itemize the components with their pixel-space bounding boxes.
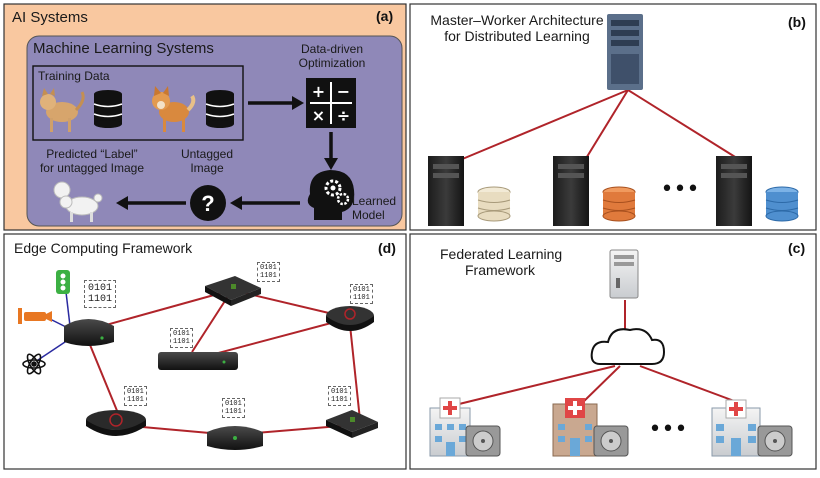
edge-device-icon — [205, 276, 261, 306]
traffic-light-icon — [56, 270, 70, 294]
database-icon — [205, 90, 235, 128]
panel-a-tag: (a) — [376, 8, 394, 24]
camera-icon — [18, 308, 52, 324]
training-data-box — [32, 65, 244, 141]
dog-image — [152, 86, 196, 132]
database-icon — [765, 186, 799, 222]
poodle-image — [53, 181, 103, 222]
worker-server-icon — [716, 156, 752, 226]
cat-image — [40, 88, 85, 132]
panel-a-title: AI Systems — [12, 9, 88, 26]
hard-drive-icon — [465, 425, 501, 457]
question-icon — [190, 185, 226, 221]
predicted-label: Predicted “Label”for untagged Image — [39, 147, 145, 175]
edge-device-icon — [326, 306, 374, 331]
server-icon — [609, 249, 639, 299]
panel-a: + − × ÷ ? — [3, 3, 407, 231]
edge-device-icon — [207, 426, 263, 450]
hospital-icon — [429, 397, 471, 457]
times-symbol: × — [312, 106, 325, 125]
edge-device-icon — [64, 319, 114, 346]
hard-drive-icon — [593, 425, 629, 457]
question-mark: ? — [201, 191, 214, 216]
panel-c-tag: (c) — [788, 240, 806, 256]
ml-systems-title: Machine Learning Systems — [33, 40, 214, 57]
plus-symbol: + — [312, 82, 325, 101]
cloud-icon — [590, 328, 666, 365]
minus-symbol: − — [337, 82, 350, 101]
database-icon — [602, 186, 636, 222]
panel-b-tag: (b) — [788, 14, 806, 30]
hospital-icon — [552, 398, 598, 457]
panel-d-tag: (d) — [378, 240, 396, 256]
database-icon — [477, 186, 511, 222]
divide-symbol: ÷ — [337, 106, 350, 125]
edge-device-icon — [86, 410, 146, 436]
edge-device-icon — [158, 352, 238, 370]
training-data-label: Training Data — [38, 69, 110, 83]
worker-server-icon — [553, 156, 589, 226]
atom-icon — [22, 353, 46, 375]
calculator-icon: + − × ÷ — [306, 78, 356, 128]
worker-server-icon — [428, 156, 464, 226]
learned-model-head-icon — [307, 170, 355, 220]
ellipsis: ••• — [649, 417, 688, 442]
hospital-icon — [711, 399, 761, 457]
panel-b: ••• — [409, 3, 817, 231]
master-server-icon — [607, 14, 643, 90]
panel-d — [3, 233, 407, 470]
edge-device-icon — [326, 410, 378, 438]
hard-drive-icon — [757, 425, 793, 457]
database-icon — [93, 90, 123, 128]
ellipsis: ••• — [661, 177, 700, 202]
panel-d-title: Edge Computing Framework — [14, 240, 193, 256]
panel-c: ••• — [409, 233, 817, 470]
